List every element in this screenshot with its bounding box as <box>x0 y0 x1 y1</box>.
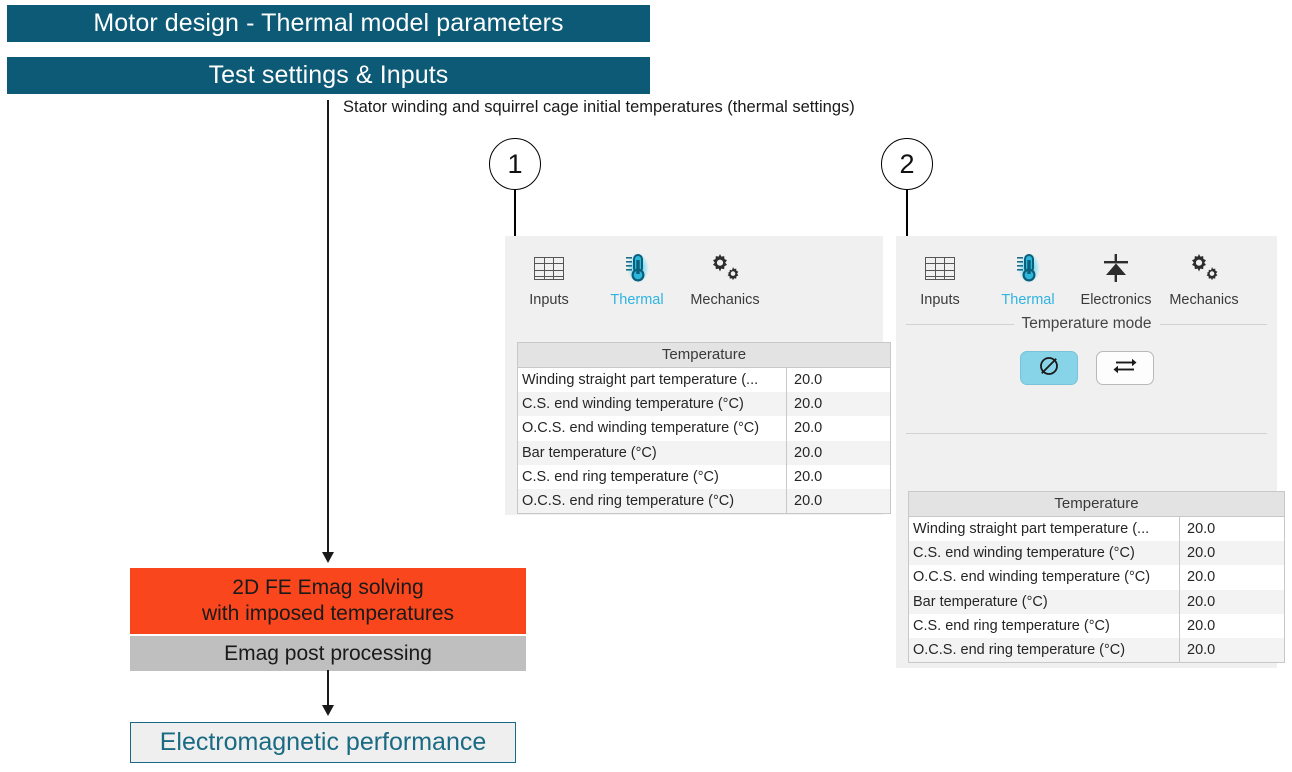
toolbar-tab-label: Inputs <box>529 292 569 308</box>
temperature-mode-uniform-button[interactable] <box>1019 351 1078 385</box>
row-label: Winding straight part temperature (... <box>909 517 1180 542</box>
callout-leader-line-2 <box>906 190 908 242</box>
empty-set-icon <box>1037 354 1061 383</box>
temperature-mode-exchange-button[interactable] <box>1095 351 1154 385</box>
table-row[interactable]: Bar temperature (°C) 20.0 <box>909 589 1284 614</box>
row-label: C.S. end winding temperature (°C) <box>909 541 1180 566</box>
row-value[interactable]: 20.0 <box>1187 569 1216 586</box>
table-row[interactable]: O.C.S. end winding temperature (°C) 20.0 <box>518 416 890 441</box>
thermometer-icon <box>620 250 654 286</box>
table-row[interactable]: C.S. end winding temperature (°C) 20.0 <box>909 541 1284 566</box>
callout-marker-1: 1 <box>489 138 541 190</box>
process-box-label: Emag post processing <box>224 641 432 665</box>
swap-arrows-icon <box>1112 355 1138 382</box>
panel-1-toolbar: Inputs <box>505 236 883 310</box>
toolbar-tab-inputs[interactable]: Inputs <box>505 250 593 308</box>
row-value[interactable]: 20.0 <box>794 468 823 485</box>
toolbar-tab-inputs[interactable]: Inputs <box>896 250 984 308</box>
row-label: O.C.S. end ring temperature (°C) <box>518 488 787 514</box>
table-row[interactable]: C.S. end winding temperature (°C) 20.0 <box>518 392 890 417</box>
toolbar-tab-thermal[interactable]: Thermal <box>984 250 1072 308</box>
flow-arrow-to-result-head <box>322 705 334 716</box>
page-subtitle: Test settings & Inputs <box>208 61 449 89</box>
row-label: Bar temperature (°C) <box>518 440 787 465</box>
callout-label: 2 <box>899 148 915 179</box>
row-label: O.C.S. end ring temperature (°C) <box>909 637 1180 663</box>
thermal-settings-panel-2: Inputs <box>896 236 1285 668</box>
row-value[interactable]: 20.0 <box>1187 521 1216 538</box>
diode-icon <box>1101 250 1131 286</box>
toolbar-tab-label: Thermal <box>610 292 664 308</box>
table-header: Temperature <box>518 343 890 368</box>
row-label: Winding straight part temperature (... <box>518 368 787 393</box>
result-box-electromagnetic-performance: Electromagnetic performance <box>130 722 516 763</box>
toolbar-tab-mechanics[interactable]: Mechanics <box>1160 250 1248 308</box>
toolbar-tab-electronics[interactable]: Electronics <box>1072 250 1160 308</box>
table-header: Temperature <box>909 492 1284 517</box>
gears-icon <box>708 250 742 286</box>
page-subtitle-bar: Test settings & Inputs <box>7 57 650 94</box>
thermometer-icon <box>1011 250 1045 286</box>
toolbar-tab-label: Inputs <box>920 292 960 308</box>
toolbar-tab-label: Mechanics <box>690 292 760 308</box>
row-value[interactable]: 20.0 <box>794 372 823 389</box>
row-label: C.S. end winding temperature (°C) <box>518 392 787 417</box>
row-label: C.S. end ring temperature (°C) <box>909 613 1180 638</box>
row-value[interactable]: 20.0 <box>1187 593 1216 610</box>
toolbar-tab-mechanics[interactable]: Mechanics <box>681 250 769 308</box>
table-row[interactable]: C.S. end ring temperature (°C) 20.0 <box>909 613 1284 638</box>
gears-icon <box>1187 250 1221 286</box>
row-value[interactable]: 20.0 <box>794 396 823 413</box>
temperature-table-2: Temperature Winding straight part temper… <box>908 491 1285 664</box>
toolbar-tab-thermal[interactable]: Thermal <box>593 250 681 308</box>
row-value[interactable]: 20.0 <box>1187 617 1216 634</box>
row-value[interactable]: 20.0 <box>794 493 823 510</box>
thermal-settings-panel-1: Inputs <box>505 236 891 515</box>
process-box-line-1: 2D FE Emag solving <box>232 576 424 600</box>
process-box-post-processing: Emag post processing <box>130 636 526 671</box>
flow-arrow-to-result <box>327 670 329 708</box>
process-box-emag-solving: 2D FE Emag solving with imposed temperat… <box>130 568 526 634</box>
flow-arrow-to-solver-head <box>322 552 334 563</box>
callout-leader-line-1 <box>514 190 516 242</box>
callout-marker-2: 2 <box>881 138 933 190</box>
flow-arrow-to-solver <box>327 100 329 555</box>
table-icon <box>534 250 564 286</box>
row-label: Bar temperature (°C) <box>909 589 1180 614</box>
table-row[interactable]: Bar temperature (°C) 20.0 <box>518 440 890 465</box>
table-icon <box>925 250 955 286</box>
table-row[interactable]: Winding straight part temperature (... 2… <box>518 368 890 393</box>
table-row[interactable]: Winding straight part temperature (... 2… <box>909 517 1284 542</box>
row-label: O.C.S. end winding temperature (°C) <box>518 416 787 441</box>
callout-label: 1 <box>507 148 523 179</box>
page-title-bar: Motor design - Thermal model parameters <box>7 5 650 42</box>
row-value[interactable]: 20.0 <box>1187 642 1216 659</box>
toolbar-tab-label: Electronics <box>1080 292 1152 308</box>
row-value[interactable]: 20.0 <box>794 420 823 437</box>
toolbar-tab-label: Mechanics <box>1169 292 1239 308</box>
row-label: O.C.S. end winding temperature (°C) <box>909 565 1180 590</box>
temperature-mode-options <box>906 325 1267 385</box>
diagram-caption: Stator winding and squirrel cage initial… <box>343 98 855 116</box>
temperature-mode-title: Temperature mode <box>1013 315 1160 333</box>
temperature-mode-group: Temperature mode <box>906 315 1267 434</box>
panel-2-toolbar: Inputs <box>896 236 1277 310</box>
temperature-table-1: Temperature Winding straight part temper… <box>517 342 891 515</box>
toolbar-tab-label: Thermal <box>1001 292 1055 308</box>
row-value[interactable]: 20.0 <box>794 444 823 461</box>
table-row[interactable]: C.S. end ring temperature (°C) 20.0 <box>518 464 890 489</box>
table-row[interactable]: O.C.S. end ring temperature (°C) 20.0 <box>909 637 1284 663</box>
row-label: C.S. end ring temperature (°C) <box>518 464 787 489</box>
table-row[interactable]: O.C.S. end winding temperature (°C) 20.0 <box>909 565 1284 590</box>
page-title: Motor design - Thermal model parameters <box>93 9 564 37</box>
result-box-label: Electromagnetic performance <box>159 728 487 756</box>
process-box-line-2: with imposed temperatures <box>201 602 455 625</box>
table-row[interactable]: O.C.S. end ring temperature (°C) 20.0 <box>518 488 890 514</box>
row-value[interactable]: 20.0 <box>1187 545 1216 562</box>
